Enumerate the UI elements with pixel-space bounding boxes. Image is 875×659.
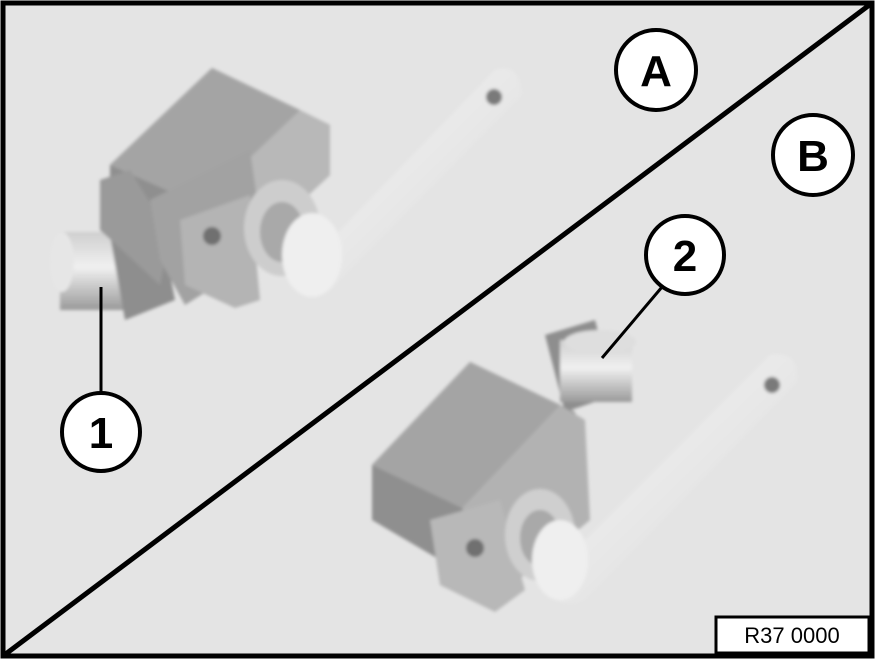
callout-2-leader [600,286,664,359]
sensor-b [372,320,798,612]
sensor-a-lever [282,68,522,297]
sensor-a [50,68,522,320]
svg-text:A: A [640,47,672,96]
callout-2: 2 [644,214,726,296]
svg-text:2: 2 [673,232,697,281]
sensor-b-lever [532,354,798,604]
svg-text:1: 1 [89,409,113,458]
reference-code: R37 0000 [744,623,839,648]
callout-1: 1 [60,391,142,473]
sensor-b-connector [545,320,636,412]
reference-code-box: R37 0000 [714,615,871,655]
svg-text:B: B [797,132,829,181]
panel-label-b: B [771,113,855,197]
panel-label-a: A [614,28,698,112]
